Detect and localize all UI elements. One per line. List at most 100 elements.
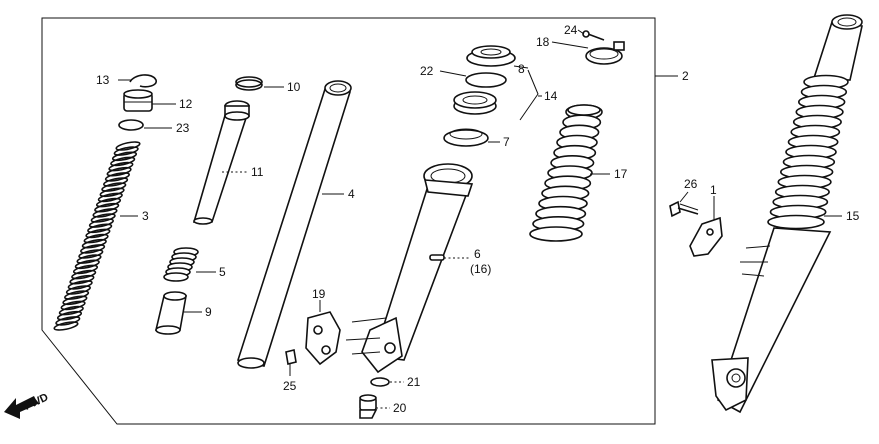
boot-top	[567, 104, 601, 116]
part-11-fork-pipe	[192, 100, 250, 225]
part-23-o-ring	[118, 119, 144, 131]
part-8-dust-seal	[466, 45, 516, 67]
spring-coil	[85, 228, 111, 239]
spring-coil	[53, 321, 79, 331]
callout-6: 6	[474, 247, 481, 261]
spring-coil	[64, 290, 90, 300]
spring-coil	[92, 208, 118, 218]
part-22-stopper-ring	[465, 72, 507, 88]
spring-coil	[110, 156, 136, 167]
spring-coil	[60, 300, 86, 311]
part-4-fork-inner-tube	[236, 80, 352, 369]
part-14-oil-seal	[453, 91, 497, 115]
callout-2: 2	[682, 69, 689, 83]
spring-coil	[106, 166, 132, 177]
part-10-piston-ring	[235, 76, 263, 91]
callout-23: 23	[176, 121, 190, 135]
spring-coil	[104, 172, 130, 182]
part-21-sealing-washer	[370, 377, 390, 387]
spring-coil	[108, 161, 134, 172]
spring-coil	[76, 254, 102, 264]
spring-coil	[58, 305, 84, 316]
spring-coil	[74, 259, 100, 270]
callout-4: 4	[348, 187, 355, 201]
part-1-reflector-bracket	[689, 216, 723, 257]
callout-18: 18	[536, 35, 550, 49]
spring-coil	[67, 280, 93, 290]
callout-1: 1	[710, 183, 717, 197]
part-7-back-up-ring	[443, 128, 489, 147]
callout-20: 20	[393, 401, 407, 415]
spring-coil	[88, 218, 114, 228]
callout-14: 14	[544, 89, 558, 103]
leader-22	[439, 70, 467, 77]
spring-coil	[83, 233, 109, 244]
spring-coil	[94, 202, 120, 213]
spring-coil	[72, 264, 99, 275]
boot-fold	[529, 226, 583, 242]
spring-coil	[90, 213, 116, 223]
callout-16: (16)	[470, 262, 491, 276]
callout-12: 12	[179, 97, 193, 111]
spring-coil	[99, 187, 125, 198]
callout-26: 26	[684, 177, 698, 191]
spring-coil	[55, 316, 81, 326]
spring-coil	[115, 141, 141, 151]
callout-7: 7	[503, 135, 510, 149]
spring-coil	[71, 269, 97, 280]
callout-5: 5	[219, 265, 226, 279]
spring-coil	[95, 197, 122, 208]
callout-19: 19	[312, 287, 326, 301]
spring-coil	[163, 272, 189, 282]
spring-coil	[103, 177, 129, 187]
part-13-circlip	[129, 74, 157, 88]
assembly-outline	[41, 17, 656, 425]
part-26-bolt	[669, 200, 699, 218]
callout-3: 3	[142, 209, 149, 223]
spring-coil	[65, 285, 91, 295]
spring-coil	[81, 238, 107, 249]
part-19-caliper-bracket	[305, 304, 341, 366]
callout-8: 8	[518, 62, 525, 76]
spring-coil	[111, 151, 138, 162]
callout-15: 15	[846, 209, 860, 223]
leader-24	[577, 29, 585, 35]
spring-coil	[56, 310, 83, 321]
part-15-right-fork-assembly	[711, 14, 863, 414]
callout-24: 24	[564, 23, 578, 37]
callout-13: 13	[96, 73, 110, 87]
part-3-fork-spring	[53, 141, 141, 331]
part-20-socket-bolt	[359, 394, 378, 419]
spring-coil	[101, 182, 127, 192]
spring-coil	[80, 244, 106, 254]
fwd-label: FWD	[22, 391, 50, 412]
part-5-rebound-spring	[163, 247, 199, 282]
leader-18	[551, 41, 589, 49]
spring-coil	[78, 249, 104, 259]
fwd-arrow-icon	[4, 396, 38, 419]
boot-fold	[767, 214, 825, 230]
part-17-fork-boot	[529, 104, 603, 242]
callout-9: 9	[205, 305, 212, 319]
callout-11: 11	[251, 165, 264, 179]
callout-21: 21	[407, 375, 421, 389]
spring-coil	[62, 295, 88, 306]
callout-22: 22	[420, 64, 434, 78]
part-12-fork-cap	[123, 89, 153, 112]
leader-14	[519, 69, 539, 121]
spring-coil	[69, 274, 95, 285]
spring-coil	[87, 223, 113, 234]
callout-10: 10	[287, 80, 301, 94]
callout-17: 17	[614, 167, 628, 181]
part-9-collar	[154, 291, 187, 335]
spring-coil	[97, 192, 123, 203]
part-25-nut	[285, 349, 297, 365]
leader-8	[513, 65, 529, 69]
part-6-fork-slider	[345, 163, 474, 374]
callout-25: 25	[283, 379, 297, 393]
part-24-band-screw	[582, 30, 605, 41]
part-18-boot-band	[585, 41, 625, 65]
leader-26	[679, 191, 689, 203]
spring-coil	[113, 146, 139, 156]
